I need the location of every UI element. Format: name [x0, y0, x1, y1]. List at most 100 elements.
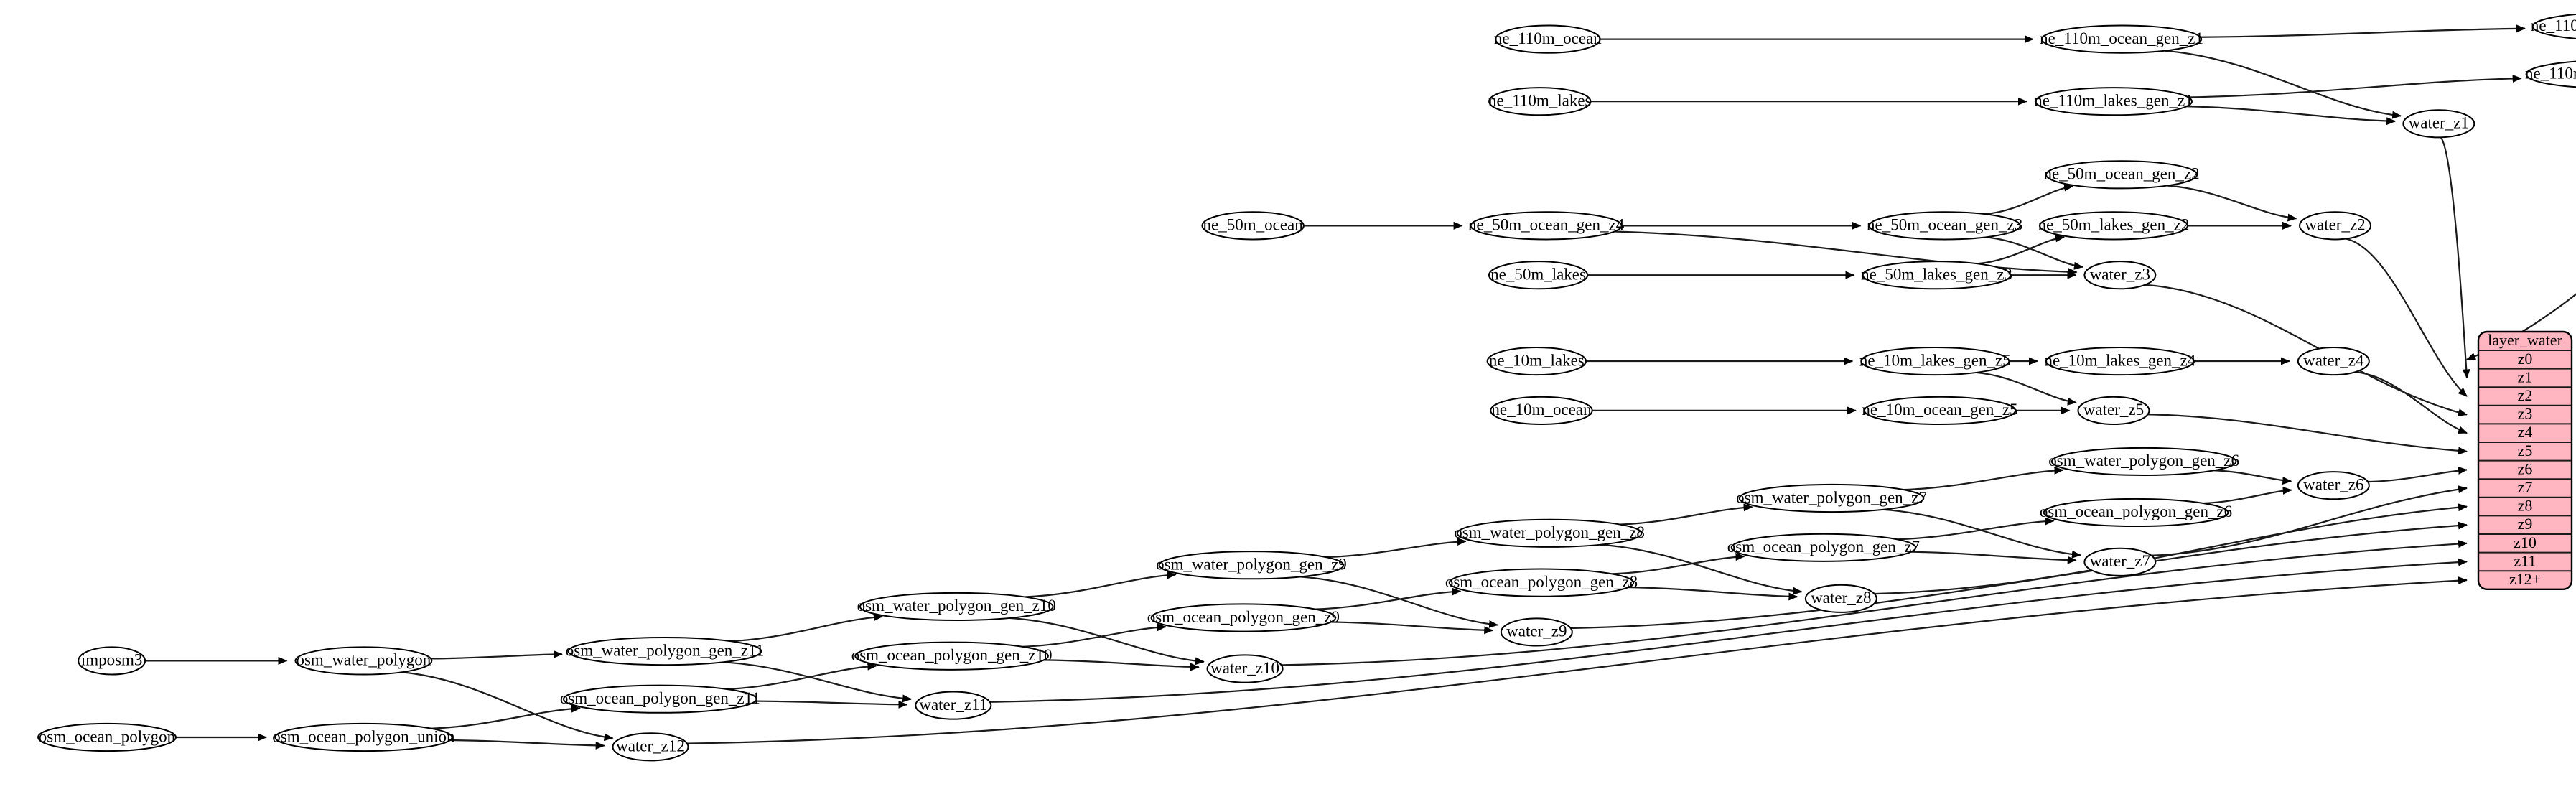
graph-node-osm_ocean_polygon_gen_z9[interactable]: osm_ocean_polygon_gen_z9	[1147, 603, 1340, 632]
table-row-z1[interactable]: z1	[2518, 368, 2533, 386]
table-row-z5[interactable]: z5	[2518, 442, 2533, 459]
graph-edge-water_z4-to-layer_water-z4	[2355, 371, 2468, 434]
graph-node-water_z12[interactable]: water_z12	[612, 732, 689, 762]
graph-node-osm_water_polygon_gen_z10[interactable]: osm_water_polygon_gen_z10	[857, 592, 1056, 622]
graph-node-ne_10m_lakes_gen_z5[interactable]: ne_10m_lakes_gen_z5	[1859, 346, 2011, 376]
graph-node-osm_water_polygon_gen_z7[interactable]: osm_water_polygon_gen_z7	[1736, 483, 1927, 513]
graph-edge-ne_50m_ocean_gen_z4-to-water_z3	[1614, 230, 2078, 276]
edges-layer	[145, 24, 2576, 750]
table-row-z8[interactable]: z8	[2518, 497, 2533, 515]
node-label: water_z9	[1506, 622, 1567, 640]
graph-node-ne_50m_lakes_gen_z3[interactable]: ne_50m_lakes_gen_z3	[1861, 261, 2012, 290]
graph-node-water_z9[interactable]: water_z9	[1500, 617, 1573, 647]
node-ellipse	[37, 722, 177, 752]
graph-node-osm_water_polygon_gen_z8[interactable]: osm_water_polygon_gen_z8	[1454, 518, 1645, 548]
graph-node-osm_water_polygon_gen_z9[interactable]: osm_water_polygon_gen_z9	[1156, 551, 1347, 580]
node-ellipse	[1488, 261, 1589, 290]
graph-node-ne_50m_ocean[interactable]: ne_50m_ocean	[1201, 211, 1305, 241]
graph-node-water_z10[interactable]: water_z10	[1206, 654, 1284, 683]
node-ellipse	[1158, 551, 1345, 580]
graph-node-ne_50m_lakes_gen_z2[interactable]: ne_50m_lakes_gen_z2	[2038, 211, 2190, 241]
node-label: osm_ocean_polygon_gen_z6	[2040, 503, 2232, 520]
graph-node-osm_ocean_polygon_gen_z10[interactable]: osm_ocean_polygon_gen_z10	[851, 641, 1053, 671]
graph-edge-water_z5-to-layer_water-z5	[2147, 414, 2468, 455]
graph-node-osm_ocean_polygon_gen_z7[interactable]: osm_ocean_polygon_gen_z7	[1727, 533, 1920, 562]
table-row-z3[interactable]: z3	[2518, 405, 2533, 423]
graph-node-osm_ocean_polygon_gen_z6[interactable]: osm_ocean_polygon_gen_z6	[2040, 498, 2232, 528]
graph-node-ne_110m_lakes[interactable]: ne_110m_lakes	[1488, 87, 1592, 116]
table-row-z4[interactable]: z4	[2518, 423, 2533, 441]
graph-node-water_z1[interactable]: water_z1	[2402, 109, 2475, 139]
graph-node-osm_water_polygon[interactable]: osm_water_polygon	[294, 646, 433, 676]
graph-node-osm_ocean_polygon[interactable]: osm_ocean_polygon	[37, 722, 177, 752]
node-label: water_z5	[2083, 401, 2144, 419]
graph-node-ne_10m_ocean[interactable]: ne_10m_ocean	[1490, 396, 1593, 425]
graph-node-osm_ocean_polygon_gen_z11[interactable]: osm_ocean_polygon_gen_z11	[560, 684, 760, 714]
graph-node-osm_water_polygon_gen_z11[interactable]: osm_water_polygon_gen_z11	[566, 637, 764, 666]
node-ellipse	[2083, 261, 2157, 290]
graph-edge-osm_water_polygon_gen_z10-to-osm_water_polygon_gen_z9	[1025, 571, 1177, 598]
graph-node-ne_110m_ocean_gen_z0[interactable]: ne_110m_ocean_gen_z0	[2531, 13, 2576, 40]
graph-node-ne_10m_ocean_gen_z5[interactable]: ne_10m_ocean_gen_z5	[1862, 396, 2018, 425]
layer-water-table[interactable]: layer_waterz0z1z2z3z4z5z6z7z8z9z10z11z12…	[2477, 330, 2573, 590]
node-ellipse	[1730, 533, 1917, 562]
graph-node-ne_110m_ocean[interactable]: ne_110m_ocean	[1494, 24, 1602, 54]
table-row-z10[interactable]: z10	[2514, 533, 2537, 551]
graph-node-ne_50m_ocean_gen_z3[interactable]: ne_50m_ocean_gen_z3	[1867, 211, 2022, 241]
graph-node-ne_110m_lakes_gen_z0[interactable]: ne_110m_lakes_gen_z0	[2525, 60, 2576, 88]
graph-edge-osm_water_polygon_gen_z11-to-osm_water_polygon_gen_z10	[730, 613, 883, 643]
graph-node-water_z3[interactable]: water_z3	[2083, 261, 2157, 290]
graph-edge-osm_water_polygon_gen_z7-to-water_z7	[1882, 508, 2081, 559]
node-ellipse	[274, 722, 453, 752]
graph-node-ne_50m_ocean_gen_z2[interactable]: ne_50m_ocean_gen_z2	[2043, 160, 2200, 190]
graph-node-water_z6[interactable]: water_z6	[2297, 471, 2370, 500]
node-label: osm_ocean_polygon	[39, 727, 176, 745]
graph-node-water_z5[interactable]: water_z5	[2077, 396, 2150, 425]
graph-edge-osm_ocean_polygon_gen_z8-to-osm_ocean_polygon_gen_z7	[1612, 553, 1745, 575]
graph-node-ne_110m_ocean_gen_z1[interactable]: ne_110m_ocean_gen_z1	[2040, 24, 2203, 54]
graph-node-water_z11[interactable]: water_z11	[915, 691, 992, 720]
table-row-z7[interactable]: z7	[2518, 478, 2533, 496]
table-row-z11[interactable]: z11	[2514, 551, 2537, 569]
table-row-z9[interactable]: z9	[2518, 515, 2533, 533]
graph-edge-osm_ocean_polygon_gen_z9-to-osm_ocean_polygon_gen_z8	[1315, 587, 1462, 610]
node-ellipse	[2525, 60, 2576, 88]
graph-edge-water_z8-to-layer_water-z8	[1874, 503, 2468, 595]
graph-node-ne_110m_lakes_gen_z1[interactable]: ne_110m_lakes_gen_z1	[2034, 87, 2193, 116]
node-label: ne_110m_ocean_gen_z1	[2040, 29, 2203, 47]
node-ellipse	[2297, 346, 2370, 376]
graph-edge-water_z11-to-layer_water-z11	[989, 558, 2468, 703]
graph-edge-osm_water_polygon_gen_z11-to-water_z11	[722, 661, 913, 703]
table-row-z6[interactable]: z6	[2518, 459, 2533, 477]
graph-node-osm_water_polygon_gen_z6[interactable]: osm_water_polygon_gen_z6	[2048, 447, 2239, 477]
graph-edge-osm_water_polygon-to-water_z12	[401, 671, 614, 742]
graph-edge-osm_water_polygon_gen_z8-to-water_z8	[1600, 543, 1803, 595]
node-ellipse	[2297, 471, 2370, 500]
graph-node-water_z2[interactable]: water_z2	[2299, 211, 2372, 241]
node-label: osm_ocean_polygon_gen_z9	[1147, 608, 1340, 626]
graph-edge-ne_110m_lakes_gen_z1-to-ne_110m_lakes_gen_z0	[2188, 74, 2522, 98]
node-ellipse	[1495, 24, 1601, 54]
graph-node-water_z4[interactable]: water_z4	[2297, 346, 2370, 376]
node-label: ne_50m_lakes_gen_z2	[2038, 216, 2190, 234]
graph-node-ne_50m_lakes[interactable]: ne_50m_lakes	[1488, 261, 1589, 290]
node-label: ne_10m_lakes_gen_z5	[1859, 351, 2011, 369]
table-row-z12+[interactable]: z12+	[2509, 570, 2541, 588]
graph-node-imposm3[interactable]: imposm3	[78, 646, 146, 676]
graph-node-water_z8[interactable]: water_z8	[1804, 584, 1877, 613]
node-label: water_z6	[2303, 476, 2363, 494]
table-row-z2[interactable]: z2	[2518, 386, 2533, 404]
graph-edge-water_z1-to-layer_water-z1	[2440, 136, 2470, 379]
graph-node-osm_ocean_polygon_gen_z8[interactable]: osm_ocean_polygon_gen_z8	[1445, 568, 1638, 597]
graph-node-ne_50m_ocean_gen_z4[interactable]: ne_50m_ocean_gen_z4	[1468, 211, 1625, 241]
node-ellipse	[915, 691, 992, 720]
node-label: osm_ocean_polygon_gen_z7	[1727, 538, 1920, 556]
table-row-z0[interactable]: z0	[2518, 350, 2533, 368]
graph-node-ne_10m_lakes[interactable]: ne_10m_lakes	[1486, 346, 1587, 376]
graph-node-ne_10m_lakes_gen_z4[interactable]: ne_10m_lakes_gen_z4	[2044, 346, 2196, 376]
graph-edge-osm_ocean_polygon_gen_z8-to-water_z8	[1628, 586, 1798, 601]
graph-node-osm_ocean_polygon_union[interactable]: osm_ocean_polygon_union	[272, 722, 455, 752]
graph-node-water_z7[interactable]: water_z7	[2083, 547, 2157, 576]
graph-edge-osm_ocean_polygon_gen_z9-to-water_z9	[1330, 621, 1494, 635]
